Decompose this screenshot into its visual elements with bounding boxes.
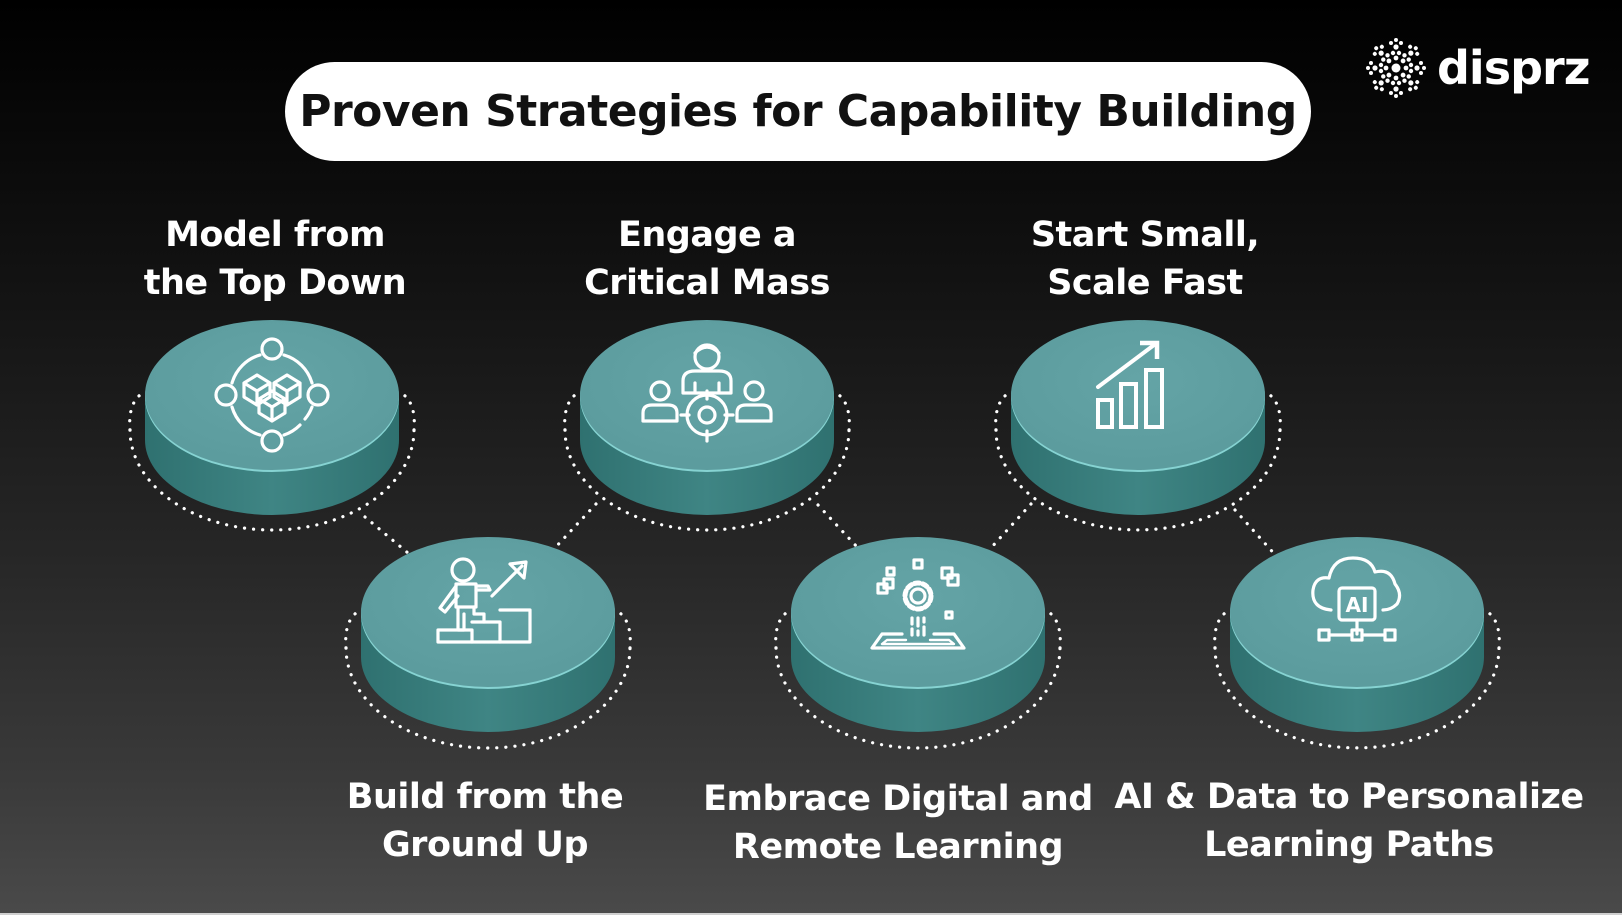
svg-text:AI: AI bbox=[1346, 593, 1369, 617]
strategy-label-model-top-down: Model from the Top Down bbox=[143, 215, 407, 303]
strategy-label-ai-data: AI & Data to Personalize Learning Paths bbox=[1114, 777, 1584, 865]
logo-wordmark: disprz bbox=[1437, 41, 1590, 95]
disc-model-top-down bbox=[145, 320, 399, 515]
dotted-ring-4 bbox=[344, 646, 632, 750]
disc-embrace-digital bbox=[791, 537, 1045, 732]
network-cubes-icon bbox=[214, 337, 330, 453]
strategy-label-start-small: Start Small, Scale Fast bbox=[1030, 215, 1260, 303]
strategy-label-build-ground-up: Build from the Ground Up bbox=[346, 777, 624, 865]
disc-engage-critical-mass bbox=[580, 320, 834, 515]
disc-start-small bbox=[1011, 320, 1265, 515]
growth-bar-chart-icon bbox=[1096, 340, 1164, 429]
dotted-ring-2 bbox=[563, 428, 851, 532]
snowflake-dots-logo-icon bbox=[1366, 38, 1426, 98]
dotted-ring-6 bbox=[1213, 646, 1501, 750]
people-target-icon bbox=[641, 343, 773, 443]
page-title: Proven Strategies for Capability Buildin… bbox=[299, 86, 1297, 137]
dotted-ring-5 bbox=[774, 646, 1062, 750]
digital-gear-tablet-icon bbox=[870, 558, 966, 650]
dotted-ring-3 bbox=[994, 428, 1282, 532]
strategy-label-embrace-digital: Embrace Digital and Remote Learning bbox=[703, 779, 1093, 867]
dotted-ring-1 bbox=[128, 428, 416, 532]
disprz-logo: disprz bbox=[1365, 35, 1590, 101]
disc-build-ground-up bbox=[361, 537, 615, 732]
bottom-border bbox=[0, 913, 1622, 915]
disc-ai-data: AI bbox=[1230, 537, 1484, 732]
person-climbing-steps-icon bbox=[436, 557, 532, 644]
title-banner: Proven Strategies for Capability Buildin… bbox=[285, 62, 1311, 161]
ai-cloud-network-icon: AI bbox=[1311, 556, 1402, 642]
strategy-label-engage-critical-mass: Engage a Critical Mass bbox=[584, 215, 830, 303]
